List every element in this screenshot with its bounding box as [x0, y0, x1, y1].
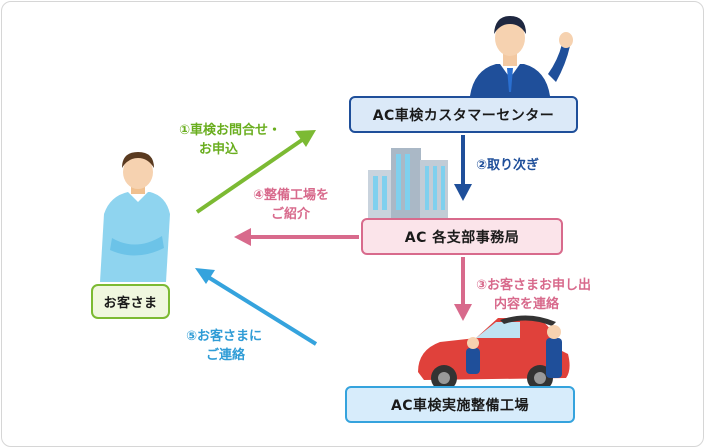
step5-label: ⑤お客さまに ご連絡	[186, 327, 262, 365]
step4-label: ④整備工場を ご紹介	[253, 186, 329, 224]
operator-man-illustration	[470, 16, 573, 96]
step3-line2: 内容を連絡	[494, 297, 560, 312]
arrow-step1	[195, 130, 316, 214]
arrow-step4	[234, 228, 359, 246]
step2-label: ②取り次ぎ	[476, 156, 539, 175]
arrow-step3	[454, 257, 472, 321]
step1-line1: ①車検お問合せ・	[179, 123, 282, 138]
office-buildings-illustration	[368, 148, 448, 218]
step5-line2: ご連絡	[206, 348, 246, 363]
step4-line2: ご紹介	[271, 207, 311, 222]
step1-label: ①車検お問合せ・ お申込	[179, 121, 281, 159]
step4-line1: ④整備工場を	[253, 188, 330, 203]
step3-label: ③お客さまお申し出 内容を連絡	[476, 276, 591, 314]
workshop-box: AC車検実施整備工場	[345, 386, 575, 423]
customer-man-illustration	[100, 152, 170, 282]
arrow-step2	[454, 135, 472, 201]
branch-office-box: AC 各支部事務局	[361, 218, 563, 255]
customer-box: お客さま	[91, 284, 170, 319]
car-mechanics-illustration	[418, 315, 570, 391]
arrow-step5	[195, 268, 318, 346]
step1-line2: お申込	[199, 142, 239, 157]
step2-line1: ②取り次ぎ	[476, 158, 540, 173]
step3-line1: ③お客さまお申し出	[476, 278, 592, 293]
step5-line1: ⑤お客さまに	[186, 329, 263, 344]
customer-center-box: AC車検カスタマーセンター	[349, 96, 578, 133]
